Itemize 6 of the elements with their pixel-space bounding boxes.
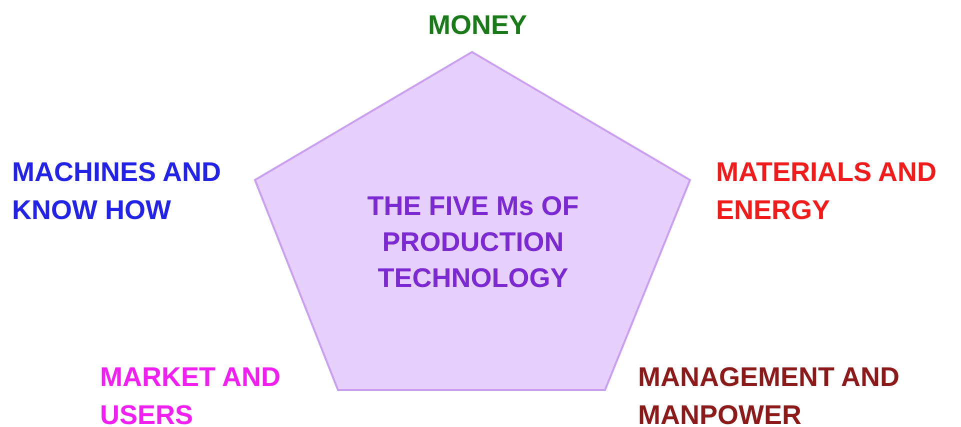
category-label: MARKET AND USERS	[100, 361, 282, 427]
category-label: MATERIALS AND ENERGY	[716, 156, 938, 227]
category-label: MACHINES AND KNOW HOW	[12, 156, 222, 227]
center-title: THE FIVE Ms OF PRODUCTION TECHNOLOGY	[366, 190, 580, 295]
category-label: MANAGEMENT AND MANPOWER	[638, 361, 900, 427]
category-label: MONEY	[428, 9, 528, 42]
